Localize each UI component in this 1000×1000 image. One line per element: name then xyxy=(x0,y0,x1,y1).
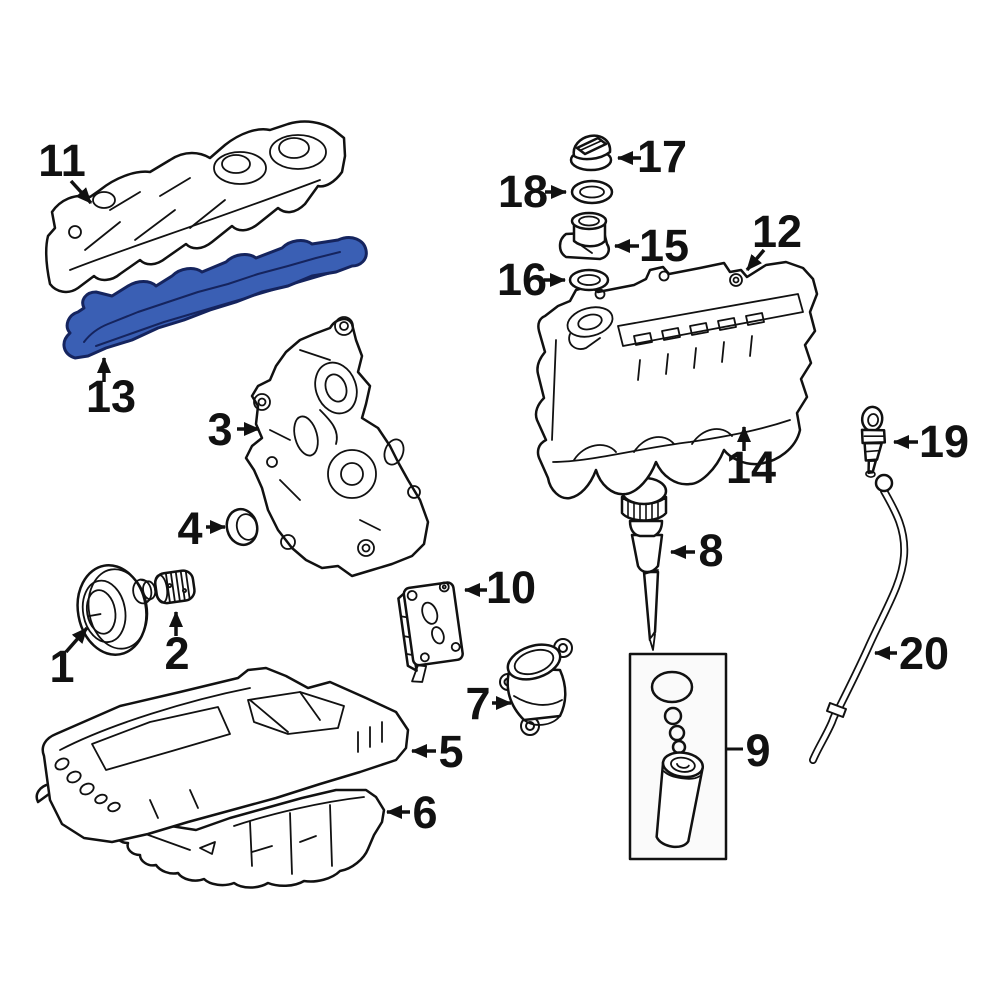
callout-2-number: 2 xyxy=(164,628,189,679)
callout-14-number: 14 xyxy=(726,442,776,493)
callout-4: 4 xyxy=(177,503,226,554)
part-12-details xyxy=(551,270,804,441)
callout-20-number: 20 xyxy=(899,628,949,679)
part-4-outline xyxy=(225,507,259,547)
callout-12: 12 xyxy=(745,206,802,272)
callout-11-arrow xyxy=(69,179,93,205)
callout-11-number: 11 xyxy=(38,135,86,186)
callout-5: 5 xyxy=(411,726,464,777)
part-5-oil-pan-upper-drawing xyxy=(41,666,410,844)
part-9-filter-kit-drawing xyxy=(628,652,728,861)
part-8-body xyxy=(630,533,664,574)
part-11-valve-cover-left-drawing xyxy=(45,120,347,294)
callout-11: 11 xyxy=(38,135,93,205)
part-19-dipstick-handle-drawing xyxy=(860,405,887,478)
part-3-outline xyxy=(244,317,430,578)
part-13-inner-contours xyxy=(83,251,341,347)
callout-19-number: 19 xyxy=(919,416,969,467)
part-7-details xyxy=(513,648,563,726)
callout-17-number: 17 xyxy=(637,131,687,182)
part-5-details xyxy=(54,687,383,819)
callout-16: 16 xyxy=(497,254,566,305)
part-20-tube-inner xyxy=(810,488,907,763)
part-10-plate-drawing xyxy=(397,581,464,683)
callout-12-arrow xyxy=(745,248,766,272)
callout-15: 15 xyxy=(614,220,689,271)
part-4-seal-drawing xyxy=(225,507,259,547)
callout-6-number: 6 xyxy=(412,787,437,838)
part-18-seal-ring-drawing xyxy=(570,179,614,205)
part-7-opening xyxy=(506,643,562,681)
callout-18-number: 18 xyxy=(498,166,548,217)
part-3-timing-cover-drawing xyxy=(244,316,430,578)
part-2-details xyxy=(153,570,191,604)
callout-14: 14 xyxy=(726,426,776,493)
callout-12-number: 12 xyxy=(752,206,802,257)
callout-9: 9 xyxy=(726,725,771,776)
part-7-housing-drawing xyxy=(499,638,573,736)
part-8-knurl-ribs xyxy=(627,500,659,522)
callout-1: 1 xyxy=(49,626,89,692)
callouts-layer: 1 2 3 4 5 6 7 8 xyxy=(38,131,969,838)
part-11-outline xyxy=(45,120,347,294)
callout-4-number: 4 xyxy=(177,503,202,554)
part-13-outline xyxy=(62,236,368,360)
callout-1-arrow xyxy=(64,626,89,654)
part-3-details xyxy=(253,316,421,557)
part-10-details xyxy=(400,581,461,683)
part-20-tube-outer xyxy=(809,487,909,764)
callout-1-number: 1 xyxy=(49,641,74,692)
part-8-neck xyxy=(628,519,664,538)
callout-20: 20 xyxy=(874,628,949,679)
callout-6: 6 xyxy=(386,787,438,838)
part-2-gear-drawing xyxy=(153,569,196,605)
part-16-seal-ring-drawing xyxy=(568,268,610,292)
callout-18: 18 xyxy=(498,166,567,217)
part-13-valve-cover-gasket-highlighted xyxy=(62,236,368,360)
part-11-details xyxy=(68,134,327,271)
callout-10-number: 10 xyxy=(486,562,536,613)
callout-7-number: 7 xyxy=(465,678,490,729)
callout-5-number: 5 xyxy=(438,726,463,777)
part-20-collar xyxy=(826,702,847,718)
part-5-outline xyxy=(41,666,410,844)
callout-17: 17 xyxy=(617,131,687,182)
callout-3: 3 xyxy=(207,404,260,455)
callout-7: 7 xyxy=(465,678,512,729)
part-8-shaft xyxy=(642,570,660,642)
part-14-gasket-edge xyxy=(552,419,791,463)
part-8-pump-drawing xyxy=(620,476,668,651)
callout-9-number: 9 xyxy=(745,725,770,776)
part-17-oil-cap-drawing xyxy=(569,134,613,172)
callout-16-number: 16 xyxy=(497,254,547,305)
part-20-knob xyxy=(874,473,894,493)
callout-10: 10 xyxy=(464,562,536,613)
callout-2: 2 xyxy=(164,611,190,679)
callout-8: 8 xyxy=(670,525,724,576)
callout-3-number: 3 xyxy=(207,404,232,455)
part-1-pulley-drawing xyxy=(76,564,157,656)
callout-19: 19 xyxy=(893,416,969,467)
part-1-details xyxy=(81,568,157,650)
callout-13: 13 xyxy=(86,357,136,422)
callout-15-number: 15 xyxy=(639,220,689,271)
part-9-filter-element xyxy=(655,751,705,849)
part-20-dipstick-tube-drawing xyxy=(809,473,909,764)
callout-13-number: 13 xyxy=(86,371,136,422)
part-15-filler-neck-drawing xyxy=(558,211,610,261)
part-1-outline xyxy=(76,564,148,656)
callout-8-number: 8 xyxy=(698,525,723,576)
